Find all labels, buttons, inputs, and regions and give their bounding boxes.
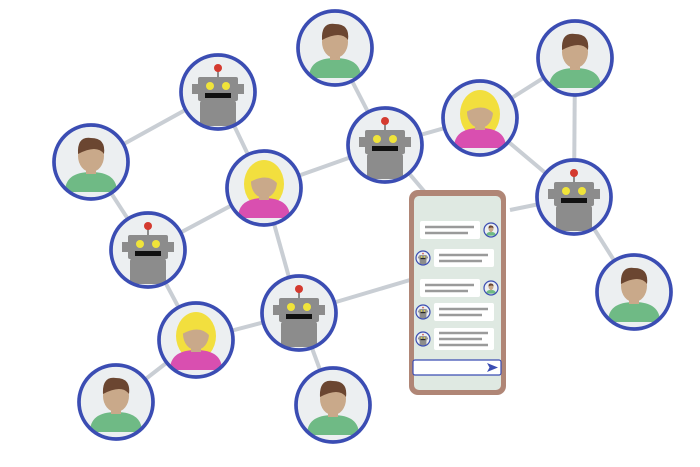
shirt-icon	[608, 302, 660, 322]
shirt-icon	[170, 350, 222, 370]
antenna-icon	[422, 333, 424, 336]
human-chat-avatar	[483, 280, 499, 296]
shirt-icon	[65, 172, 117, 192]
robot-chat-avatar	[415, 250, 431, 266]
chat-phone	[409, 190, 506, 395]
hair-icon	[77, 137, 105, 154]
man-node	[77, 363, 155, 441]
man-node	[296, 9, 374, 87]
shirt-icon	[549, 68, 601, 88]
robot-body-icon	[419, 259, 427, 265]
chat-message	[420, 279, 499, 297]
robot-body-icon	[419, 340, 427, 346]
shirt-icon	[90, 412, 142, 432]
antenna-icon	[570, 169, 578, 177]
shirt-icon	[486, 289, 496, 294]
man-node	[536, 19, 614, 97]
robot-chat-avatar	[415, 331, 431, 347]
shirt-icon	[307, 415, 359, 435]
chat-input-field[interactable]	[412, 359, 502, 376]
shirt-icon	[238, 198, 290, 218]
hair-icon	[319, 380, 347, 397]
woman-node	[441, 79, 519, 157]
robot-body-icon	[556, 205, 592, 231]
shirt-icon	[454, 128, 506, 148]
robot-body-icon	[367, 153, 403, 179]
robot-body-icon	[130, 258, 166, 284]
robot-node	[179, 53, 257, 131]
antenna-icon	[422, 252, 424, 255]
chat-bubble	[434, 303, 494, 321]
hair-icon	[488, 283, 494, 287]
human-chat-avatar	[483, 222, 499, 238]
robot-body-icon	[419, 313, 427, 319]
hair-icon	[321, 23, 349, 40]
woman-node	[225, 149, 303, 227]
send-icon[interactable]	[487, 363, 498, 372]
antenna-icon	[422, 306, 424, 309]
shirt-icon	[486, 231, 496, 236]
man-node	[595, 253, 673, 331]
hair-icon	[561, 33, 589, 50]
chat-message	[415, 249, 494, 267]
antenna-icon	[381, 117, 389, 125]
robot-node	[260, 274, 338, 352]
chat-message	[415, 303, 494, 321]
robot-node	[346, 106, 424, 184]
chat-message	[415, 328, 494, 350]
chat-bubble	[420, 221, 480, 239]
chat-message	[420, 221, 499, 239]
antenna-icon	[144, 222, 152, 230]
robot-body-icon	[281, 321, 317, 347]
antenna-icon	[214, 64, 222, 72]
robot-chat-avatar	[415, 304, 431, 320]
robot-node	[109, 211, 187, 289]
network-nodes	[52, 9, 673, 444]
shirt-icon	[309, 58, 361, 78]
man-node	[52, 123, 130, 201]
man-node	[294, 366, 372, 444]
hair-icon	[102, 377, 130, 394]
robot-node	[535, 158, 613, 236]
robot-body-icon	[200, 100, 236, 126]
antenna-icon	[295, 285, 303, 293]
hair-icon	[488, 225, 494, 229]
chat-bubble	[420, 279, 480, 297]
hair-icon	[620, 267, 648, 284]
woman-node	[157, 301, 235, 379]
chat-bubble	[434, 249, 494, 267]
